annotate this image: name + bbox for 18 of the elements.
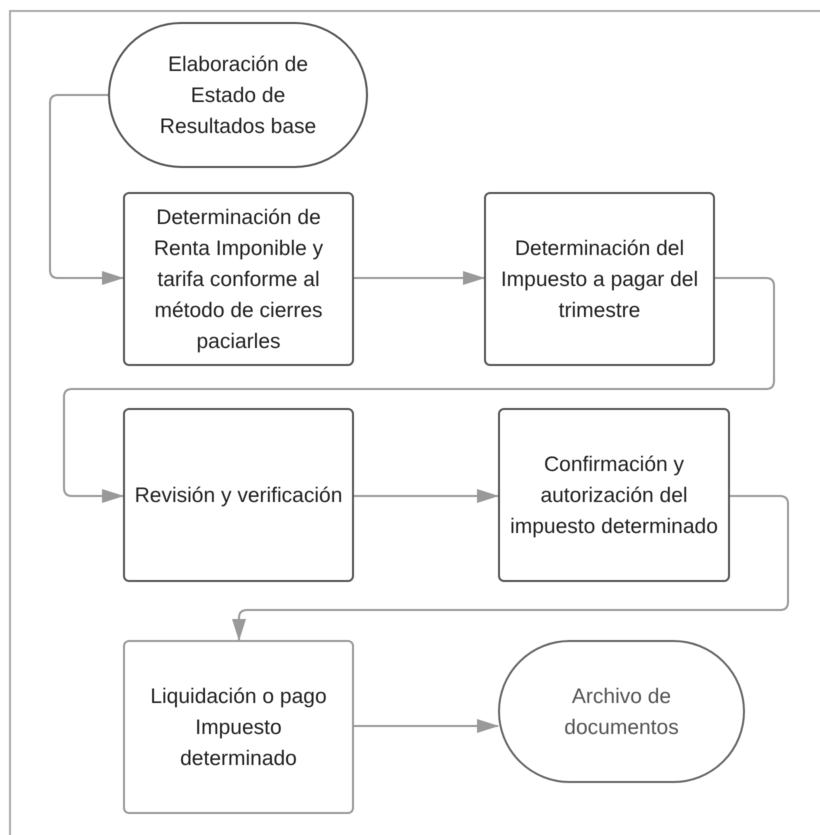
process-box	[123, 408, 354, 582]
node-text: Revisión y verificación	[134, 482, 342, 508]
arrow	[49, 94, 124, 285]
process-box	[123, 640, 354, 814]
node-text: Confirmación y autorización del impuesto determinado	[509, 452, 719, 540]
process-box	[498, 408, 730, 582]
process-box	[484, 192, 715, 366]
node-text: Liquidación o pago Impuesto determinado	[150, 684, 327, 772]
node-text: Determinación de Renta Imponible y tarifa conforme al método de cierres paciarles	[152, 204, 324, 354]
arrow	[354, 719, 499, 733]
arrow	[354, 271, 485, 285]
process-box	[123, 192, 354, 366]
node-text: Determinación del Impuesto a pagar del trimestre	[500, 236, 700, 324]
node-text: Archivo de documentos	[563, 684, 680, 740]
node-text: Elaboración de Estado de Resultados base	[158, 52, 318, 140]
arrow	[354, 489, 499, 503]
arrow	[232, 495, 789, 641]
arrow	[63, 277, 775, 503]
